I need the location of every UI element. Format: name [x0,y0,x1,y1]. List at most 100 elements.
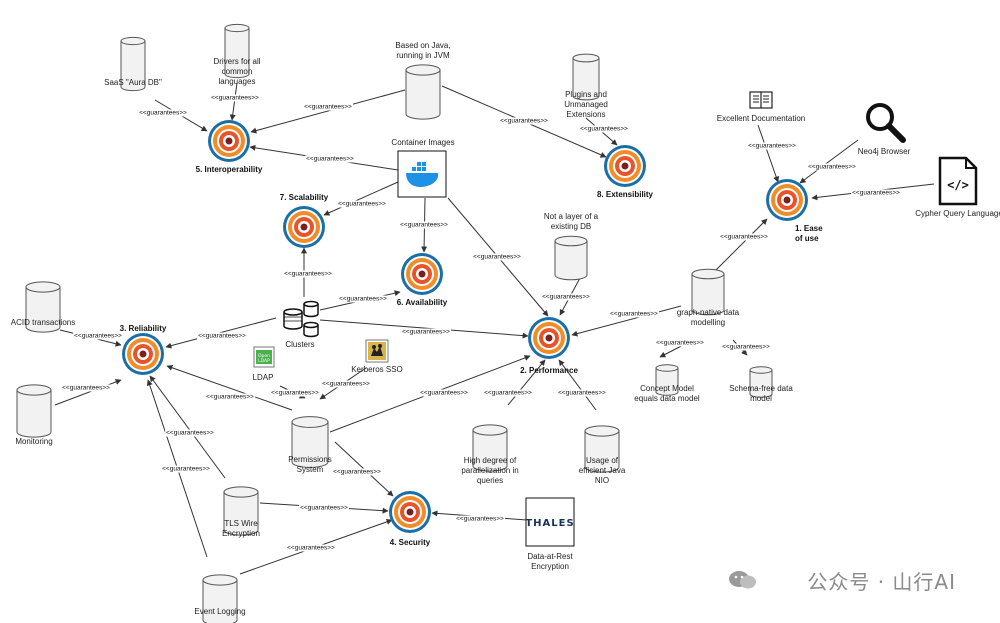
edge-label: <<guarantees>> [62,385,110,392]
edge-label: <<guarantees>> [306,156,354,163]
database-icon [554,235,588,281]
database-icon [120,36,146,92]
edge-line [166,364,293,411]
edge-label: <<guarantees>> [484,390,532,397]
edge-label: <<guarantees>> [722,344,770,351]
edge-label: <<guarantees>> [333,469,381,476]
source-label-container: Container Images [391,138,455,147]
target-label-reliability: 3. Reliability [119,324,167,333]
database-icon [202,574,238,623]
edge-label-bg [205,393,256,401]
edge-label: <<guarantees>> [656,340,704,347]
edge-label-bg [557,389,608,397]
database-icon [749,366,773,398]
edge-label-bg [299,504,350,512]
edge-label-bg [807,163,858,171]
edge-label-bg [303,103,354,111]
target-label-ease-of-use: 1. Ease of use [795,224,823,243]
source-label-monitoring: Monitoring [15,437,53,446]
edge-label-bg [61,384,112,392]
target-icon [401,253,443,295]
edge-label: <<guarantees>> [162,466,210,473]
edge-label: <<guarantees>> [338,201,386,208]
target-icon [208,120,250,162]
source-label-saas: SaaS "Aura DB" [104,78,162,87]
edge-label: <<guarantees>> [166,430,214,437]
edge-label: <<guarantees>> [402,329,450,336]
edge-label-bg [286,544,337,552]
edge-label-bg [197,332,248,340]
magnifier-icon [866,103,906,143]
source-label-graph-native: graph-native data modelling [676,308,740,327]
edge-label: <<guarantees>> [720,234,768,241]
edge-label: <<guarantees>> [610,311,658,318]
source-label-plugins: Plugins and Unmanaged Extensions [564,90,608,119]
edge-label: <<guarantees>> [748,143,796,150]
edge-label-bg [455,515,506,523]
database-icon [405,64,441,120]
edge-label: <<guarantees>> [304,104,352,111]
edge-label: <<guarantees>> [558,390,606,397]
watermark: 公众号 · 山行AI [807,570,956,594]
edge-label: <<guarantees>> [852,190,900,197]
edge-label: <<guarantees>> [808,164,856,171]
edge-label-bg [401,328,452,336]
source-label-parallel: High degree of parallelization in querie… [461,456,519,485]
nodes-layer [16,23,808,623]
target-icon [283,206,325,248]
database-icon [223,486,259,536]
svg-text:LDAP: LDAP [258,358,270,364]
cluster-icon [283,300,319,338]
edge-line [799,139,859,184]
target-label-scalability: 7. Scalability [279,193,329,202]
database-icon [224,23,250,79]
edge-label-bg [332,468,383,476]
source-label-permissions: Permissions System [288,455,332,474]
target-icon [604,145,646,187]
edge-line [319,319,529,339]
source-label-acid: ACID transactions [10,318,76,327]
edge-label-bg [483,389,534,397]
edge-label: <<guarantees>> [74,333,122,340]
edge-label: <<guarantees>> [322,381,370,388]
source-label-drivers: Drivers for all common languages [213,57,261,86]
edge-labels-layer: <<guarantees>> <<guarantees>> <<guarantees… [61,94,902,552]
edge-label-bg [719,233,770,241]
edge-label-bg [138,109,189,117]
edge-line [250,89,406,134]
edge-label: <<guarantees>> [456,516,504,523]
edge-line [149,375,226,479]
edge-line [757,124,780,183]
edge-label-bg [419,389,470,397]
svg-text:THALES: THALES [525,518,574,529]
source-label-cypher: Cypher Query Language [915,209,1000,218]
edge-label: <<guarantees>> [284,271,332,278]
edge-label: <<guarantees>> [473,254,521,261]
database-icon [25,281,61,333]
database-icon [572,53,600,101]
edge-label-bg [305,155,356,163]
edge-label: <<guarantees>> [542,294,590,301]
edge-label-bg [283,270,334,278]
source-label-event-logging: Event Logging [194,607,246,616]
edge-label-bg [399,221,450,229]
database-icon [472,424,508,472]
database-icon [16,384,52,438]
edge-label: <<guarantees>> [300,505,348,512]
source-label-concept-model: Concept Model equals data model [634,384,700,403]
source-label-data-at-rest: Data-at-Rest Encryption [527,552,573,571]
source-label-browser: Neo4j Browser [857,147,911,156]
wechat-icon [729,571,756,589]
database-icon [584,425,620,473]
source-label-java: Based on Java, running in JVM [395,41,451,60]
edge-label-bg [338,295,389,303]
thales-logo: THALES [525,497,575,547]
book-icon [749,91,773,109]
target-label-extensibility: 8. Extensibility [596,190,654,199]
edge-label: <<guarantees>> [139,110,187,117]
code-file-icon: </> [938,156,978,206]
source-label-ldap: LDAP [252,373,274,382]
edge-label-bg [472,253,523,261]
edge-label: <<guarantees>> [287,545,335,552]
source-label-docs: Excellent Documentation [716,114,806,123]
